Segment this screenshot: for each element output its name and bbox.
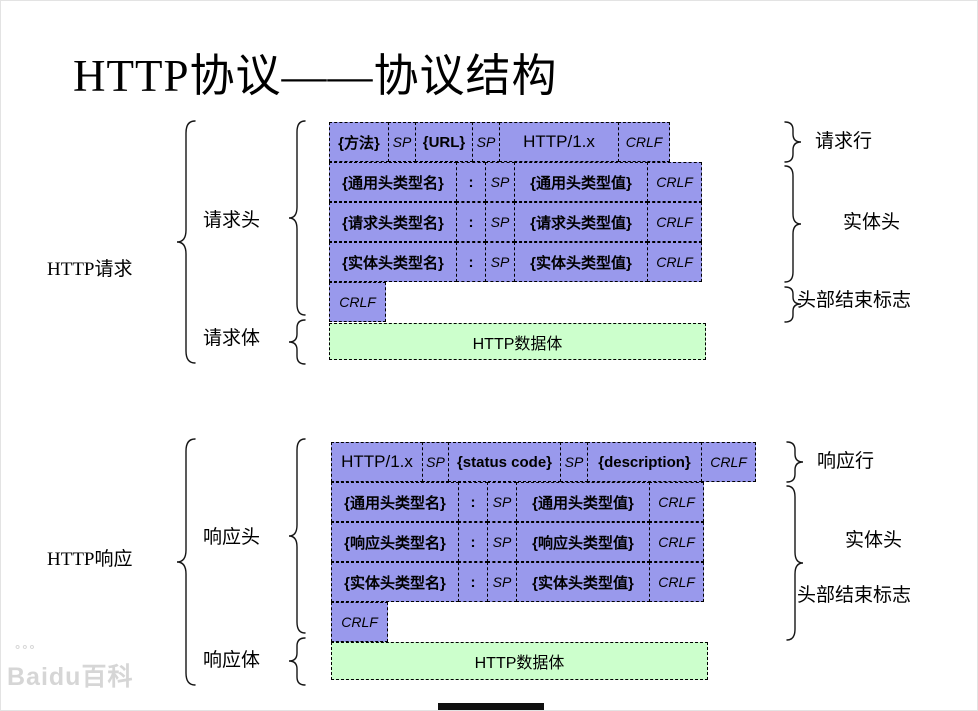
cell-colon: : — [456, 162, 486, 202]
http-response-brace — [176, 438, 196, 686]
cell-request-header-name: {请求头类型名} — [329, 202, 457, 242]
cell-crlf: CRLF — [649, 562, 704, 602]
cell-status-code: {status code} — [448, 442, 561, 482]
response-body-label: 响应体 — [203, 650, 261, 671]
cell-url: {URL} — [415, 122, 473, 162]
baidu-watermark: °°° Baidu百科 — [7, 642, 133, 693]
cell-sp: SP — [487, 482, 517, 522]
response-line-brace — [786, 441, 804, 483]
cell-crlf: CRLF — [647, 202, 702, 242]
cell-request-header-value: {请求头类型值} — [514, 202, 648, 242]
request-data-body-row: HTTP数据体 — [329, 323, 706, 360]
response-header-end-label: 头部结束标志 — [797, 585, 912, 606]
cell-crlf: CRLF — [649, 482, 704, 522]
http-response-label: HTTP响应 — [47, 549, 133, 570]
response-body-brace — [288, 637, 306, 686]
request-header-row: {请求头类型名} : SP {请求头类型值} CRLF — [329, 202, 702, 242]
response-entity-brace — [786, 485, 804, 641]
request-body-label: 请求体 — [203, 328, 261, 349]
watermark-dots: °°° — [15, 642, 37, 657]
cell-sp: SP — [560, 442, 588, 482]
bottom-bar — [438, 703, 544, 710]
cell-general-header-value: {通用头类型值} — [514, 162, 648, 202]
cell-sp: SP — [485, 202, 515, 242]
response-header-end-row: CRLF — [331, 602, 388, 642]
cell-crlf: CRLF — [647, 242, 702, 282]
cell-response-header-value: {响应头类型值} — [516, 522, 650, 562]
watermark-text: Baidu百科 — [7, 663, 134, 691]
request-body-brace — [288, 319, 306, 365]
cell-colon: : — [458, 562, 488, 602]
response-header-row: {响应头类型名} : SP {响应头类型值} CRLF — [331, 522, 704, 562]
cell-sp: SP — [422, 442, 449, 482]
cell-sp: SP — [472, 122, 500, 162]
cell-crlf: CRLF — [618, 122, 670, 162]
request-entity-label: 实体头 — [843, 212, 901, 233]
cell-sp: SP — [485, 242, 515, 282]
cell-crlf: CRLF — [701, 442, 756, 482]
cell-colon: : — [458, 482, 488, 522]
cell-crlf: CRLF — [329, 282, 386, 322]
cell-http-version: HTTP/1.x — [331, 442, 423, 482]
response-general-header-row: {通用头类型名} : SP {通用头类型值} CRLF — [331, 482, 704, 522]
cell-general-header-name: {通用头类型名} — [331, 482, 459, 522]
request-line-brace — [784, 121, 802, 163]
cell-colon: : — [456, 202, 486, 242]
cell-entity-header-value: {实体头类型值} — [514, 242, 648, 282]
request-line-row: {方法} SP {URL} SP HTTP/1.x CRLF — [329, 122, 670, 162]
cell-method: {方法} — [329, 122, 389, 162]
response-entity-header-row: {实体头类型名} : SP {实体头类型值} CRLF — [331, 562, 704, 602]
cell-sp: SP — [487, 562, 517, 602]
cell-sp: SP — [485, 162, 515, 202]
request-header-label: 请求头 — [203, 210, 261, 231]
cell-crlf: CRLF — [649, 522, 704, 562]
cell-description: {description} — [587, 442, 702, 482]
cell-crlf: CRLF — [331, 602, 388, 642]
cell-colon: : — [458, 522, 488, 562]
request-general-header-row: {通用头类型名} : SP {通用头类型值} CRLF — [329, 162, 702, 202]
cell-response-header-name: {响应头类型名} — [331, 522, 459, 562]
request-line-label: 请求行 — [815, 131, 873, 152]
request-header-end-label: 头部结束标志 — [797, 290, 912, 311]
cell-colon: : — [456, 242, 486, 282]
request-header-end-row: CRLF — [329, 282, 386, 322]
request-data-body-cell: HTTP数据体 — [329, 323, 706, 360]
request-entity-brace — [784, 165, 802, 283]
request-entity-header-row: {实体头类型名} : SP {实体头类型值} CRLF — [329, 242, 702, 282]
cell-sp: SP — [388, 122, 416, 162]
cell-entity-header-value: {实体头类型值} — [516, 562, 650, 602]
cell-crlf: CRLF — [647, 162, 702, 202]
response-header-label: 响应头 — [203, 527, 261, 548]
response-entity-label: 实体头 — [845, 530, 903, 551]
http-request-label: HTTP请求 — [47, 259, 133, 280]
cell-entity-header-name: {实体头类型名} — [329, 242, 457, 282]
response-header-brace — [288, 438, 306, 634]
cell-general-header-name: {通用头类型名} — [329, 162, 457, 202]
page-title: HTTP协议——协议结构 — [73, 51, 558, 101]
cell-sp: SP — [487, 522, 517, 562]
http-request-brace — [176, 120, 196, 364]
response-data-body-row: HTTP数据体 — [331, 642, 708, 680]
request-header-brace — [288, 120, 306, 316]
response-line-label: 响应行 — [817, 451, 875, 472]
cell-entity-header-name: {实体头类型名} — [331, 562, 459, 602]
response-line-row: HTTP/1.x SP {status code} SP {descriptio… — [331, 442, 756, 482]
cell-general-header-value: {通用头类型值} — [516, 482, 650, 522]
response-data-body-cell: HTTP数据体 — [331, 642, 708, 680]
cell-http-version: HTTP/1.x — [499, 122, 619, 162]
